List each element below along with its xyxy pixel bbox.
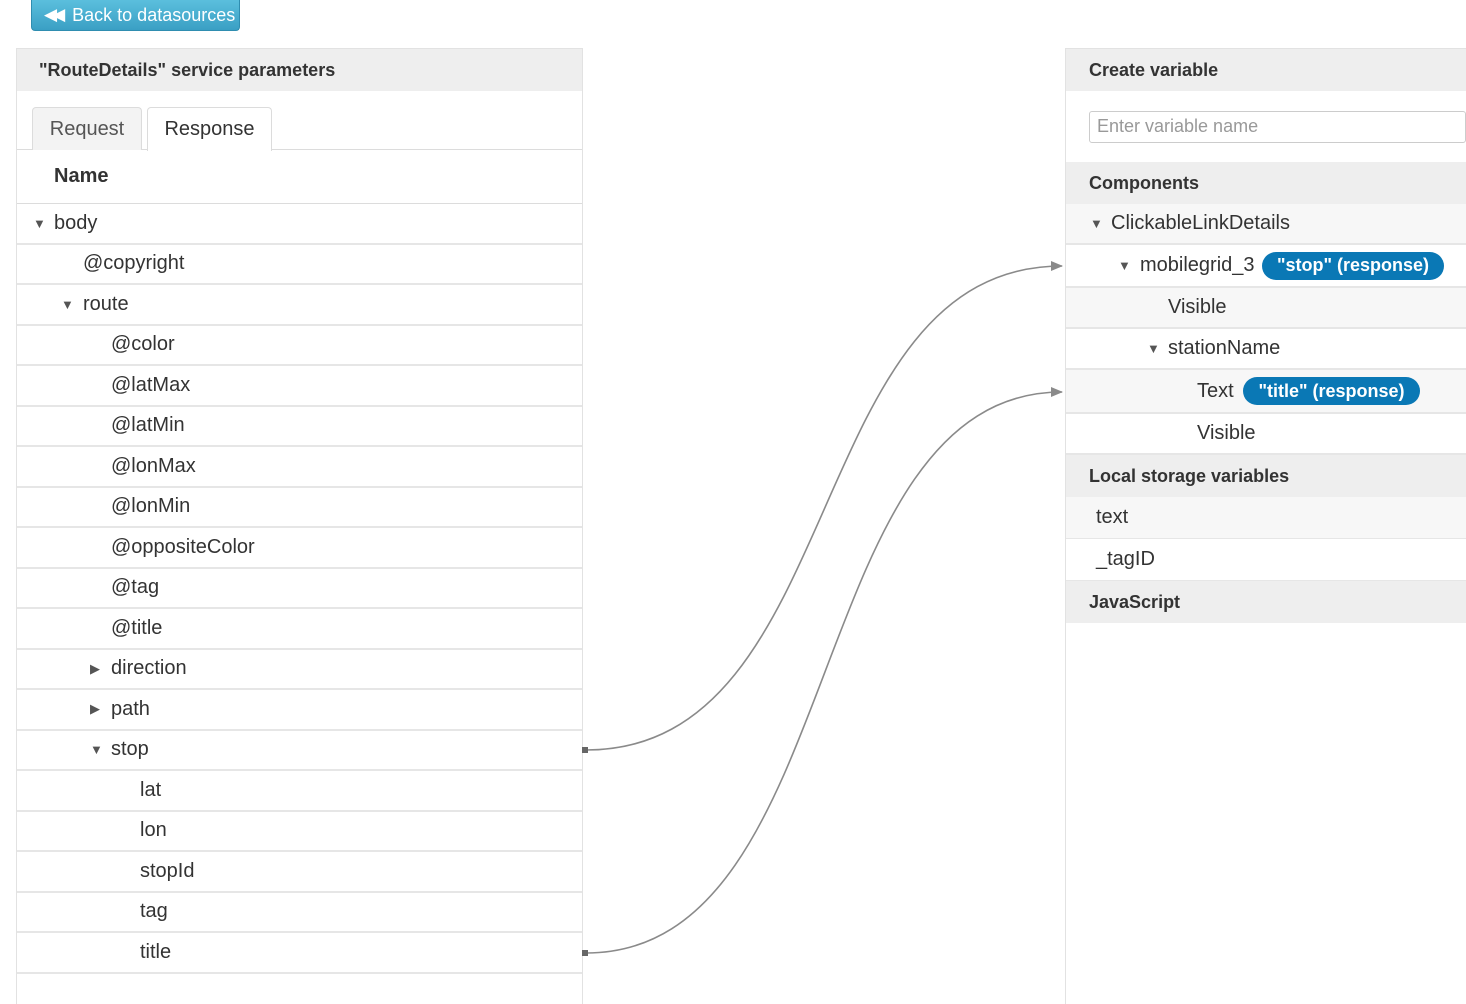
service-parameters-panel: "RouteDetails" service parameters Reques…: [16, 48, 583, 1004]
tree-row-direction[interactable]: ▶ direction: [17, 650, 582, 690]
service-parameters-title: "RouteDetails" service parameters: [17, 49, 582, 91]
expanded-triangle-icon[interactable]: ▼: [90, 742, 103, 758]
expanded-triangle-icon[interactable]: ▼: [1147, 341, 1160, 356]
tree-row-label: @lonMax: [111, 454, 196, 477]
tree-row-lonmin[interactable]: @lonMin: [17, 488, 582, 528]
link-title-to-text: [585, 387, 1063, 954]
tree-row-lonmax[interactable]: @lonMax: [17, 447, 582, 488]
tree-row-label: tag: [140, 900, 168, 923]
tree-row-label: lon: [140, 819, 167, 842]
tree-row-label: @copyright: [83, 252, 185, 275]
components-title: Components: [1066, 162, 1466, 204]
expanded-triangle-icon[interactable]: ▼: [1090, 216, 1103, 231]
tree-row-stop[interactable]: ▼ stop: [17, 731, 582, 771]
expanded-triangle-icon[interactable]: ▼: [1118, 258, 1131, 273]
collapsed-triangle-icon[interactable]: ▶: [90, 660, 100, 676]
tree-row-label: @title: [111, 616, 163, 639]
expanded-triangle-icon[interactable]: ▼: [33, 215, 46, 231]
tree-row-label: stop: [111, 738, 149, 761]
name-column-header: Name: [17, 150, 582, 204]
component-label: Visible: [1168, 296, 1227, 318]
tree-row-label: route: [83, 292, 129, 315]
component-row-visible-2[interactable]: Visible: [1066, 414, 1466, 455]
local-storage-title: Local storage variables: [1066, 455, 1466, 497]
tab-request[interactable]: Request: [32, 107, 142, 150]
collapsed-triangle-icon[interactable]: ▶: [90, 701, 100, 717]
tree-row-stop-tag[interactable]: tag: [17, 893, 582, 933]
component-label: Text: [1197, 379, 1234, 402]
tree-row-label: body: [54, 211, 98, 234]
tree-row-label: @lonMin: [111, 495, 191, 518]
tree-row-label: @tag: [111, 576, 160, 599]
local-storage-item-text[interactable]: text: [1066, 497, 1466, 539]
tree-row-body[interactable]: ▼ body: [17, 204, 582, 245]
tab-response[interactable]: Response: [147, 107, 272, 151]
tree-row-oppositecolor[interactable]: @oppositeColor: [17, 528, 582, 569]
double-chevron-left-icon: ◀◀: [44, 5, 65, 24]
tree-row-label: @color: [111, 333, 175, 356]
tab-bar: Request Response: [17, 91, 582, 151]
tree-row-label: path: [111, 697, 150, 720]
tree-row-label: title: [140, 940, 172, 963]
tree-row-route[interactable]: ▼ route: [17, 285, 582, 326]
tree-row-lat[interactable]: lat: [17, 771, 582, 812]
local-storage-item-tagid[interactable]: _tagID: [1066, 539, 1466, 581]
component-row-stationname[interactable]: ▼ stationName: [1066, 329, 1466, 370]
tree-row-copyright[interactable]: @copyright: [17, 245, 582, 285]
tree-row-stop-title[interactable]: title: [17, 933, 582, 974]
tree-row-label: direction: [111, 657, 187, 680]
link-stop-to-mobilegrid: [585, 261, 1063, 751]
tree-row-label: @latMax: [111, 373, 191, 396]
tree-row-stopid[interactable]: stopId: [17, 852, 582, 893]
tree-row-label: @oppositeColor: [111, 535, 255, 558]
tree-row-path[interactable]: ▶ path: [17, 690, 582, 731]
component-row-clickablelinkdetails[interactable]: ▼ ClickableLinkDetails: [1066, 204, 1466, 245]
tree-row-latmax[interactable]: @latMax: [17, 366, 582, 407]
component-row-visible[interactable]: Visible: [1066, 288, 1466, 329]
tree-row-tag[interactable]: @tag: [17, 569, 582, 609]
component-row-mobilegrid[interactable]: ▼ mobilegrid_3 "stop" (response): [1066, 245, 1466, 288]
tree-row-label: @latMin: [111, 414, 185, 437]
back-button-label: Back to datasources: [72, 4, 236, 25]
binding-badge-stop[interactable]: "stop" (response): [1262, 251, 1444, 280]
expanded-triangle-icon[interactable]: ▼: [61, 296, 74, 312]
component-label: ClickableLinkDetails: [1111, 212, 1290, 234]
tree-row-title[interactable]: @title: [17, 609, 582, 650]
tree-row-lon[interactable]: lon: [17, 812, 582, 852]
tree-row-label: lat: [140, 778, 162, 801]
tree-row-color[interactable]: @color: [17, 326, 582, 366]
component-label: Visible: [1197, 422, 1256, 444]
tree-row-latmin[interactable]: @latMin: [17, 407, 582, 447]
variable-name-input[interactable]: [1089, 110, 1466, 143]
create-variable-title: Create variable: [1066, 49, 1466, 91]
component-label: stationName: [1168, 337, 1281, 359]
component-row-text[interactable]: Text "title" (response): [1066, 370, 1466, 414]
variables-panel: Create variable Components ▼ ClickableLi…: [1065, 48, 1466, 1004]
component-label: mobilegrid_3: [1140, 254, 1255, 276]
back-to-datasources-button[interactable]: ◀◀ Back to datasources: [31, 0, 240, 31]
javascript-title: JavaScript: [1066, 581, 1466, 623]
binding-badge-title[interactable]: "title" (response): [1243, 377, 1420, 405]
tree-row-label: stopId: [140, 859, 195, 882]
